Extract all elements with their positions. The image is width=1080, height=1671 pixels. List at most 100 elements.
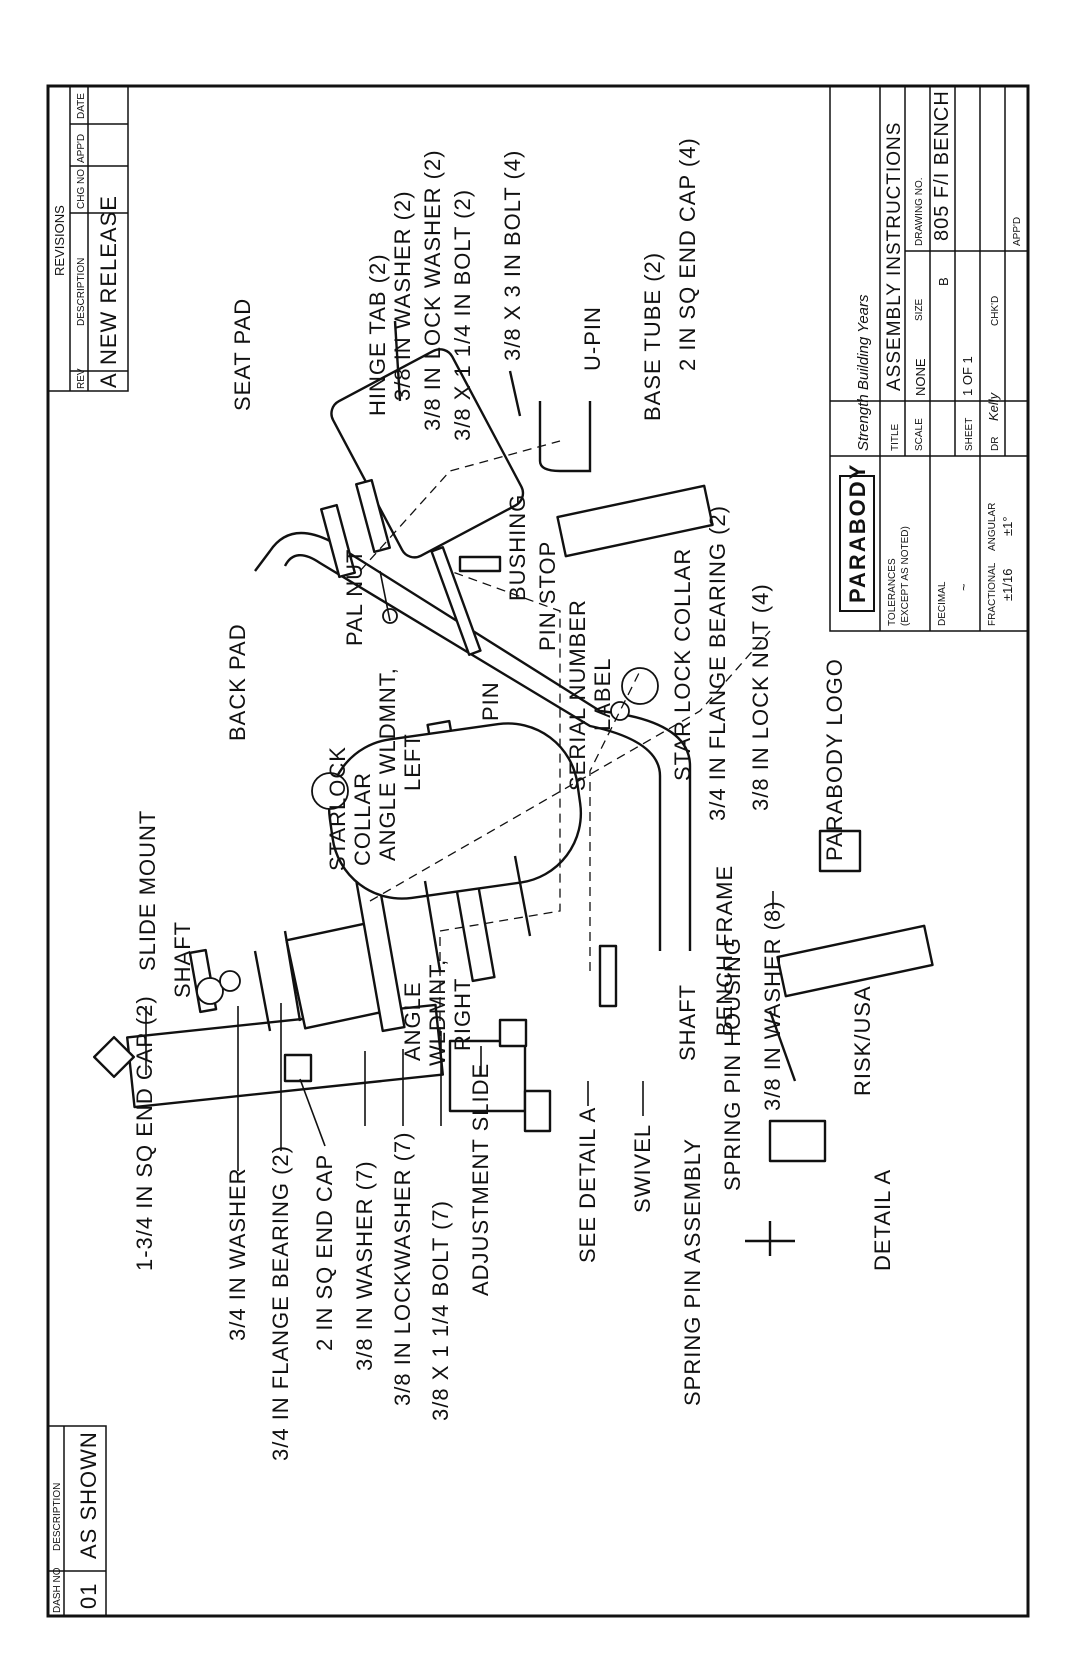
- bolt-5: [768, 1010, 797, 1082]
- label-slide-mount: SLIDE MOUNT: [135, 810, 160, 971]
- decimal-label: DECIMAL: [937, 581, 948, 626]
- appd-header: APP'D: [76, 134, 87, 163]
- drawing-no-value: 805 F/I BENCH: [931, 90, 953, 241]
- label-flange-bearing-2: 3/4 IN FLANGE BEARING (2): [705, 505, 730, 821]
- washer-3-4: [196, 977, 224, 1005]
- tolerances-label: TOLERANCES: [887, 558, 898, 626]
- label-washer-34: 3/4 IN WASHER: [225, 1167, 250, 1341]
- rev-header: REV: [76, 368, 87, 389]
- date-header: DATE: [76, 93, 87, 119]
- base-tube-right: [556, 484, 714, 558]
- sheet-value: 1 OF 1: [960, 356, 975, 396]
- hinge-tab-1: [320, 503, 356, 579]
- alignment-line-3: [359, 440, 561, 572]
- label-end-cap-2: 2 IN SQ END CAP: [312, 1154, 337, 1351]
- label-base-tube: BASE TUBE (2): [640, 252, 665, 421]
- label-bolt-38-114-2: 3/8 X 1 1/4 IN BOLT (2): [450, 189, 475, 441]
- label-lock-washer-38-2: 3/8 IN LOCK WASHER (2): [420, 149, 445, 431]
- rev-value: A: [96, 372, 121, 388]
- end-cap-1-3-4: [93, 1036, 135, 1078]
- label-shaft-top: SHAFT: [170, 921, 195, 998]
- label-risk-usa: RISK/USA: [850, 985, 875, 1096]
- bolt-group: [253, 320, 797, 1082]
- label-washer-38-2: 3/8 IN WASHER (2): [390, 190, 415, 401]
- chg-no-header: CHG NO: [76, 169, 87, 209]
- alignment-line-2: [589, 670, 641, 971]
- angular-label: ANGULAR: [987, 503, 998, 551]
- dash-description-value: AS SHOWN: [76, 1431, 101, 1559]
- callouts: 1-3/4 IN SQ END CAP (2) 3/4 IN WASHER 3/…: [132, 137, 895, 1461]
- drawing-no-label: DRAWING NO.: [914, 177, 925, 246]
- label-u-pin: U-PIN: [580, 306, 605, 371]
- bolt-1: [253, 950, 272, 1032]
- label-bench-frame: BENCH FRAME: [712, 865, 737, 1036]
- angular-value: ±1°: [1000, 516, 1015, 536]
- label-lock-nut-38: 3/8 IN LOCK NUT (4): [748, 583, 773, 811]
- rev-description-value: NEW RELEASE: [96, 195, 121, 365]
- detail-a-pin: [745, 1221, 795, 1256]
- label-hinge-tab: HINGE TAB (2): [365, 253, 390, 416]
- label-adjustment-slide: ADJUSTMENT SLIDE: [468, 1063, 493, 1296]
- parabody-logo-plate: [818, 829, 862, 873]
- sheet-label: SHEET: [964, 418, 975, 451]
- pal-nut: [382, 608, 398, 624]
- flange-bearing-3-4: [219, 970, 241, 992]
- pin: [430, 546, 482, 656]
- end-cap-2in: [283, 1053, 313, 1083]
- base-tube-left: [776, 924, 934, 998]
- rev-description-header: DESCRIPTION: [76, 258, 87, 326]
- drawing-border: [46, 84, 1030, 1618]
- title-label: TITLE: [890, 423, 901, 451]
- label-star-lock-collar: STAR LOCK COLLAR: [670, 548, 695, 781]
- bolt-7: [393, 320, 402, 402]
- detail-a-housing: [768, 1119, 827, 1163]
- swivel: [448, 1039, 527, 1113]
- starlock-collar: [311, 772, 349, 810]
- label-bolt-38-114-7: 3/8 X 1 1/4 BOLT (7): [428, 1200, 453, 1421]
- bolt-2: [283, 930, 302, 1022]
- decimal-value: ~: [956, 583, 971, 591]
- flange-bearing-frame: [610, 701, 630, 721]
- label-flange-bearing-34: 3/4 IN FLANGE BEARING (2): [268, 1145, 293, 1461]
- label-angle-left-2: LEFT: [400, 733, 425, 791]
- size-label: SIZE: [914, 298, 925, 321]
- label-starlock-collar-1: STARLOCK: [325, 746, 350, 871]
- alignment-line-1: [439, 570, 561, 1051]
- fractional-value: ±1/16: [1000, 569, 1015, 601]
- scale-label: SCALE: [914, 418, 925, 451]
- parabody-logo-text: PARABODY: [845, 463, 870, 603]
- parabody-logo-box: [839, 475, 875, 612]
- label-detail-a: DETAIL A: [870, 1169, 895, 1271]
- alignment-line-4: [369, 630, 771, 902]
- label-angle-left-1: ANGLE WLDMNT,: [375, 667, 400, 861]
- label-bolt-38-3-4: 3/8 X 3 IN BOLT (4): [500, 150, 525, 361]
- label-see-detail-a: SEE DETAIL A: [575, 1107, 600, 1263]
- fractional-label: FRACTIONAL: [987, 562, 998, 626]
- appd-label: APP'D: [1012, 217, 1023, 246]
- spring-pin-housing: [523, 1089, 552, 1133]
- end-cap-swivel: [498, 1018, 528, 1048]
- label-angle-right-3: RIGHT: [450, 978, 475, 1051]
- description-header: DESCRIPTION: [52, 1483, 63, 1551]
- hinge-tab-2: [355, 478, 391, 554]
- label-washer-38-8: 3/8 IN WASHER (8): [760, 900, 785, 1111]
- revisions-table: REVISIONS REV DESCRIPTION CHG NO APP'D D…: [47, 85, 129, 392]
- label-angle-right-2: WLDMNT,: [425, 959, 450, 1066]
- title-value: ASSEMBLY INSTRUCTIONS: [884, 122, 905, 391]
- scale-value: NONE: [913, 358, 928, 396]
- label-end-cap-2-4: 2 IN SQ END CAP (4): [675, 137, 700, 371]
- bolt-3: [423, 880, 442, 972]
- title-block: PARABODY Strength Building Years TOLERAN…: [829, 85, 1029, 632]
- label-serial-2: LABEL: [590, 658, 615, 732]
- label-bushing: BUSHING: [505, 494, 530, 601]
- bolt-6: [508, 370, 522, 417]
- star-lock-collar: [621, 667, 659, 705]
- parabody-tagline: Strength Building Years: [855, 294, 872, 451]
- label-pin: PIN: [478, 681, 503, 721]
- label-starlock-collar-2: COLLAR: [350, 772, 375, 866]
- label-spring-pin-assembly: SPRING PIN ASSEMBLY: [680, 1138, 705, 1406]
- dr-value: Kelly: [986, 391, 1001, 421]
- label-serial-1: SERIAL NUMBER: [565, 599, 590, 791]
